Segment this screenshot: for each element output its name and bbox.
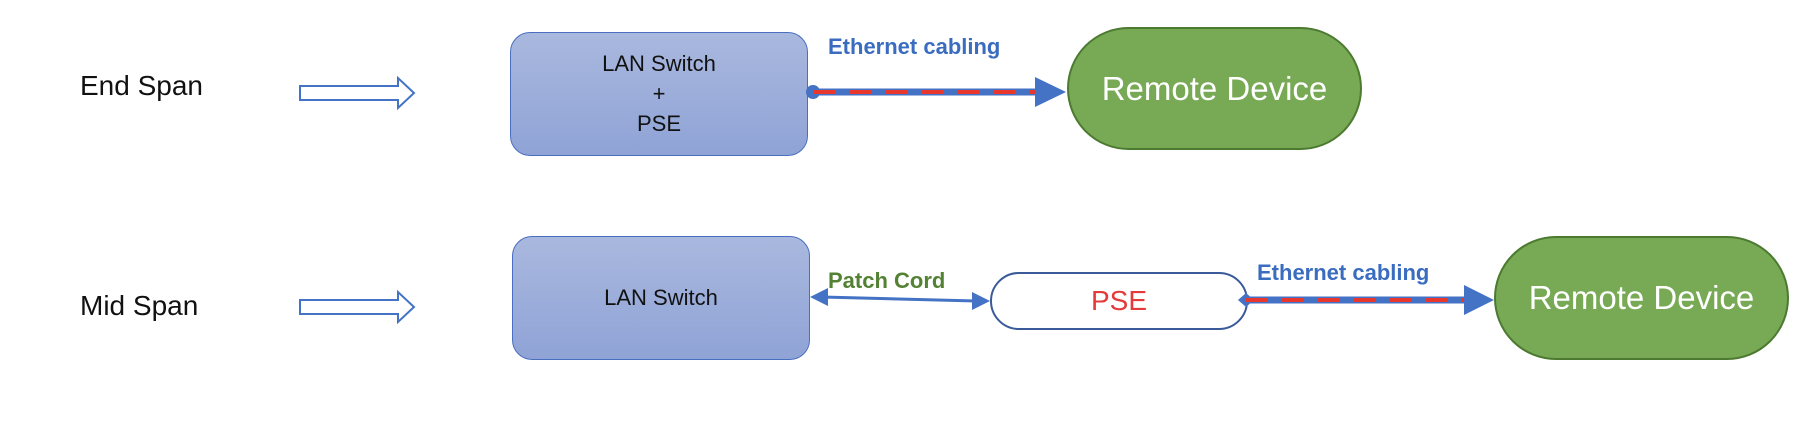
ethernet-cable-end-arrowhead-icon (1035, 77, 1066, 107)
switch-line-2: + (652, 81, 666, 107)
ethernet-cabling-label-mid: Ethernet cabling (1257, 260, 1430, 285)
remote-device-mid-label: Remote Device (1528, 279, 1755, 316)
lan-switch-pse-box: LAN Switch + PSE (510, 32, 808, 156)
patch-cord-left-arrowhead-icon (810, 288, 828, 306)
switch-line-3: PSE (636, 110, 682, 136)
patch-cord-line (821, 295, 977, 303)
lan-switch-box: LAN Switch (512, 236, 810, 360)
patch-cord-label: Patch Cord (828, 268, 946, 293)
ethernet-cable-mid-arrowhead-icon (1464, 285, 1494, 315)
row-label-end-span: End Span (80, 70, 203, 101)
switch-label: LAN Switch (604, 285, 718, 311)
pse-label: PSE (1090, 285, 1148, 316)
switch-line-1: LAN Switch (602, 51, 716, 77)
patch-cord-right-arrowhead-icon (972, 292, 990, 310)
row-label-mid-span: Mid Span (80, 290, 199, 321)
ethernet-cabling-label-end: Ethernet cabling (828, 34, 1001, 59)
mid-span-arrow-icon (299, 289, 416, 325)
remote-device-mid: Remote Device (1494, 236, 1789, 360)
end-span-arrow-icon (299, 75, 416, 111)
remote-device-end: Remote Device (1067, 27, 1362, 150)
remote-device-end-label: Remote Device (1101, 69, 1328, 107)
